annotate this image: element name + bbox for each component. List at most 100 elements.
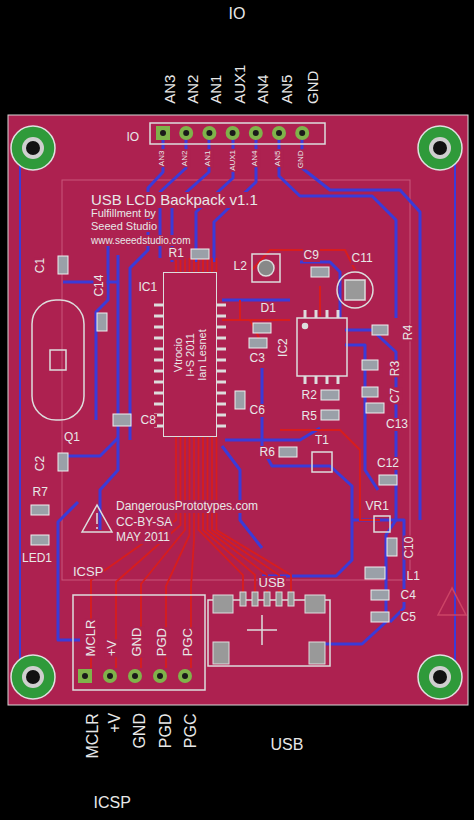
transistor-body bbox=[312, 452, 332, 472]
chip-marking: I+S 2011 bbox=[184, 329, 196, 380]
silk-label: AN4 bbox=[251, 149, 260, 167]
silk-label: ICSP bbox=[72, 565, 104, 579]
header-pins bbox=[78, 126, 309, 683]
smd-pad bbox=[58, 256, 68, 274]
silk-label: C7 bbox=[389, 386, 402, 403]
silk-label: C4 bbox=[400, 589, 417, 602]
silk-label: C13 bbox=[385, 418, 409, 431]
smd-pad bbox=[249, 338, 267, 348]
chip-marking: Ian Lesnet bbox=[196, 329, 208, 380]
smd-pad bbox=[379, 475, 397, 485]
silk-label: R4 bbox=[402, 323, 415, 340]
header-pin bbox=[153, 669, 167, 683]
silk-label: R3 bbox=[389, 359, 402, 376]
smd-pad bbox=[371, 612, 389, 622]
smd-pad bbox=[191, 249, 209, 259]
pin-label: ICSP bbox=[93, 794, 132, 812]
pin-label: AN2 bbox=[185, 74, 202, 105]
header-pin bbox=[103, 669, 117, 683]
crystal-outline bbox=[32, 300, 84, 420]
silk-label: VR1 bbox=[365, 500, 390, 513]
silk-label: R5 bbox=[301, 410, 318, 423]
io-header-outline bbox=[150, 123, 325, 144]
capacitor-outline bbox=[337, 272, 373, 308]
silk-label: PGC bbox=[181, 627, 195, 657]
silk-label: MAY 2011 bbox=[115, 531, 171, 544]
smd-pad bbox=[279, 447, 297, 457]
silk-label: AN1 bbox=[204, 149, 213, 167]
silk-label: PGD bbox=[155, 627, 169, 657]
usb-mark bbox=[247, 615, 277, 645]
pin-label: AN1 bbox=[208, 74, 225, 105]
silk-label: C14 bbox=[93, 273, 106, 297]
pin-label: AN3 bbox=[162, 74, 179, 105]
pin-label: PGD bbox=[156, 712, 174, 749]
pin-label: PGC bbox=[181, 712, 199, 749]
silk-label: C3 bbox=[249, 352, 266, 365]
warning-triangle bbox=[438, 588, 466, 615]
smd-pad bbox=[235, 391, 245, 409]
silk-label: Fulfillment by bbox=[90, 207, 157, 219]
ic-body: VtrocioI+S 2011Ian Lesnet bbox=[163, 272, 217, 437]
silk-label: L1 bbox=[406, 570, 421, 583]
ic2-body bbox=[297, 318, 347, 376]
trace-bundle bbox=[91, 258, 291, 668]
silk-label: IC2 bbox=[276, 337, 289, 358]
warning-triangle bbox=[82, 505, 112, 532]
mounting-hole bbox=[11, 126, 55, 170]
header-pin bbox=[249, 126, 263, 140]
board-title: USB LCD Backpack v1.1 bbox=[90, 192, 259, 209]
silk-label: R2 bbox=[301, 389, 318, 402]
smd-pad bbox=[31, 505, 49, 515]
usb-pads bbox=[213, 592, 325, 664]
header-pin bbox=[226, 126, 240, 140]
warning-mark bbox=[96, 513, 98, 529]
pin-label: AN4 bbox=[255, 74, 272, 105]
silk-label: D1 bbox=[260, 302, 277, 315]
smd-pad bbox=[113, 414, 131, 426]
regulator-body bbox=[374, 516, 390, 532]
smd-pad bbox=[387, 538, 397, 556]
header-pin bbox=[178, 669, 192, 683]
silk-label: C10 bbox=[403, 535, 416, 559]
pin-label: +V bbox=[106, 712, 124, 734]
component-pads bbox=[31, 249, 397, 622]
silk-label: GND bbox=[297, 149, 306, 169]
pin-label: USB bbox=[270, 736, 305, 754]
silk-label: GND bbox=[130, 626, 144, 657]
silk-label: R6 bbox=[259, 446, 276, 459]
board bbox=[8, 115, 468, 705]
smd-pad bbox=[97, 313, 107, 331]
pin-label: AUX1 bbox=[232, 64, 249, 105]
silk-label: USB bbox=[258, 576, 287, 590]
mounting-hole bbox=[11, 655, 55, 699]
inductor-body bbox=[252, 254, 280, 282]
silk-label: C11 bbox=[351, 252, 374, 265]
smd-pad bbox=[365, 567, 385, 579]
silk-label: DangerousPrototypes.com bbox=[115, 500, 259, 513]
header-pin bbox=[295, 126, 309, 140]
header-pin bbox=[202, 126, 216, 140]
silk-label: www.seeedstudio.com bbox=[90, 235, 192, 246]
header-pin bbox=[78, 669, 92, 683]
silk-label: C5 bbox=[400, 611, 417, 624]
chip-text: VtrocioI+S 2011Ian Lesnet bbox=[172, 329, 208, 380]
pin-label: MCLR bbox=[83, 712, 101, 759]
chip-marking: Vtrocio bbox=[172, 329, 184, 380]
smd-pad bbox=[371, 590, 389, 600]
silk-label: C6 bbox=[249, 404, 266, 417]
silk-label: AN2 bbox=[181, 149, 190, 167]
silk-label: T1 bbox=[314, 434, 330, 447]
silk-label: AUX1 bbox=[229, 149, 238, 172]
smd-pad bbox=[253, 323, 271, 333]
silk-label: AN5 bbox=[274, 149, 283, 167]
parts bbox=[32, 123, 466, 690]
smd-pad bbox=[366, 403, 384, 413]
inductor-core bbox=[258, 260, 274, 276]
silk-label: LED1 bbox=[21, 552, 53, 565]
header-pin bbox=[179, 126, 193, 140]
mounting-holes bbox=[11, 126, 462, 699]
pin-label: AN5 bbox=[279, 74, 296, 105]
header-pin bbox=[272, 126, 286, 140]
